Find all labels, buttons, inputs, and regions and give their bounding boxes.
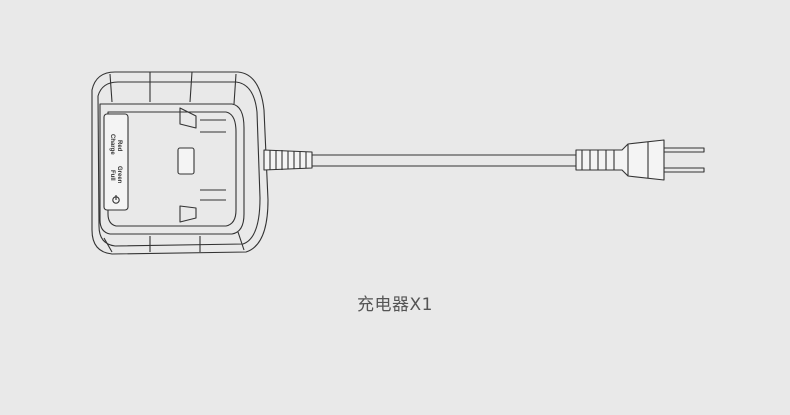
label-green: Green	[116, 166, 122, 184]
power-cable	[312, 154, 576, 167]
cable-strain-relief	[263, 149, 313, 171]
label-red: Red	[116, 140, 122, 152]
charger-base	[91, 71, 269, 255]
label-charge: Charge	[109, 134, 115, 155]
power-plug	[575, 139, 705, 181]
product-caption: 充电器X1	[357, 295, 433, 315]
label-full: Full	[109, 170, 115, 181]
